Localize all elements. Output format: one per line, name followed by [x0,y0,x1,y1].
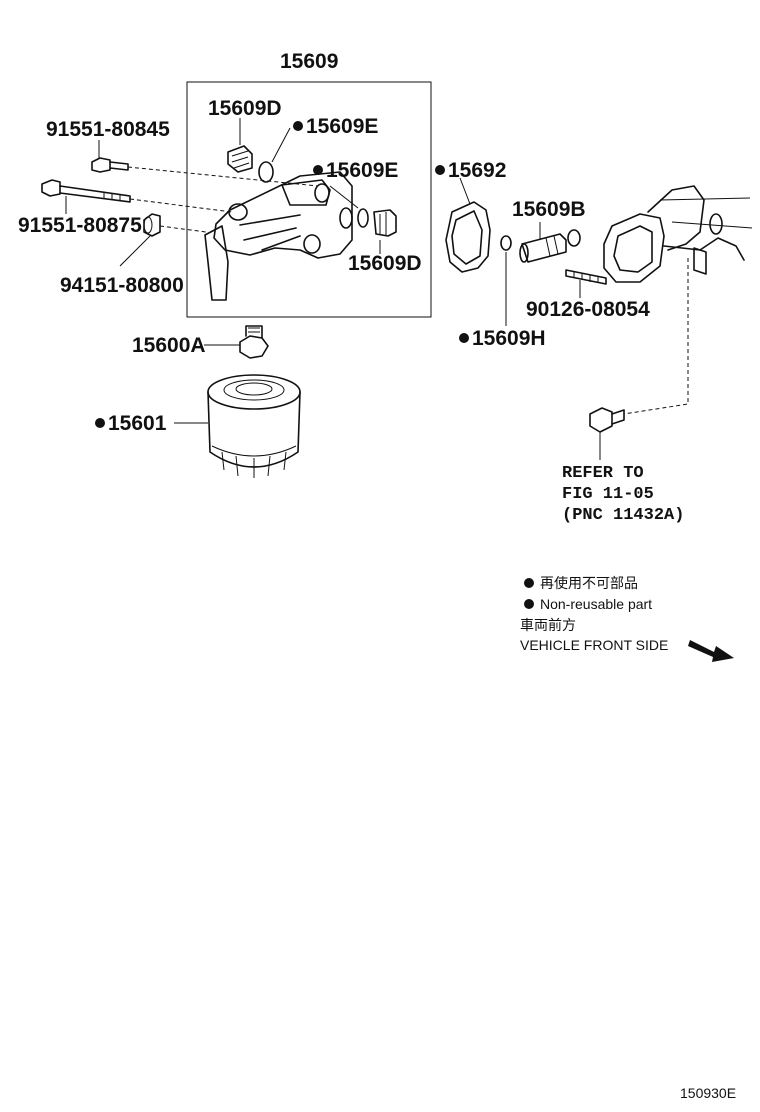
bolt-91551-80875 [41,179,131,203]
union-15609b [519,233,567,263]
non-reusable-marker [313,165,323,175]
label-15609d-right: 15609D [348,252,422,275]
gasket-15609e-mid [357,208,369,228]
plug-15609d-right [373,209,397,237]
engine-block-fragment [567,185,753,283]
label-94151-80800: 94151-80800 [60,274,184,297]
refer-line-1: REFER TO [562,464,644,483]
non-reusable-marker [459,333,469,343]
label-15609e-mid: 15609E [326,159,398,182]
plug-15609d-top [227,145,253,173]
label-15601: 15601 [108,412,167,435]
gasket-15692 [445,201,491,273]
label-91551-80845: 91551-80845 [46,118,170,141]
refer-line-2: FIG 11-05 [562,485,654,504]
label-15609e-top: 15609E [306,115,378,138]
union-bolt-refer [589,407,625,433]
label-91551-80875: 91551-80875 [18,214,142,237]
label-15600a: 15600A [132,334,206,357]
legend-front-en: VEHICLE FRONT SIDE [520,637,668,653]
label-15609d-top: 15609D [208,97,282,120]
label-15609b: 15609B [512,198,586,221]
oring-15609h [500,235,512,251]
union-bolt-15600a [239,325,269,359]
legend-front-jp: 車両前方 [520,617,576,633]
refer-line-3: (PNC 11432A) [562,506,684,525]
oil-filter-bracket [204,171,353,301]
non-reusable-marker [293,121,303,131]
figure-id: 150930E [680,1085,736,1101]
label-90126-08054: 90126-08054 [526,298,650,321]
nut-94151-80800 [143,213,161,237]
label-15609: 15609 [280,50,338,73]
legend-dot-en [524,599,534,609]
legend-non-reusable-jp: 再使用不可部品 [540,575,638,591]
label-15609h: 15609H [472,327,546,350]
non-reusable-marker [435,165,445,175]
vehicle-front-arrow-icon [688,640,734,662]
label-15692: 15692 [448,159,506,182]
oil-filter-15601 [207,374,301,478]
bolt-91551-80845 [91,157,129,173]
stud-90126-08054 [565,269,607,285]
legend-non-reusable-en: Non-reusable part [540,596,652,612]
gasket-15609e-top [258,161,274,183]
legend-dot-jp [524,578,534,588]
non-reusable-marker [95,418,105,428]
